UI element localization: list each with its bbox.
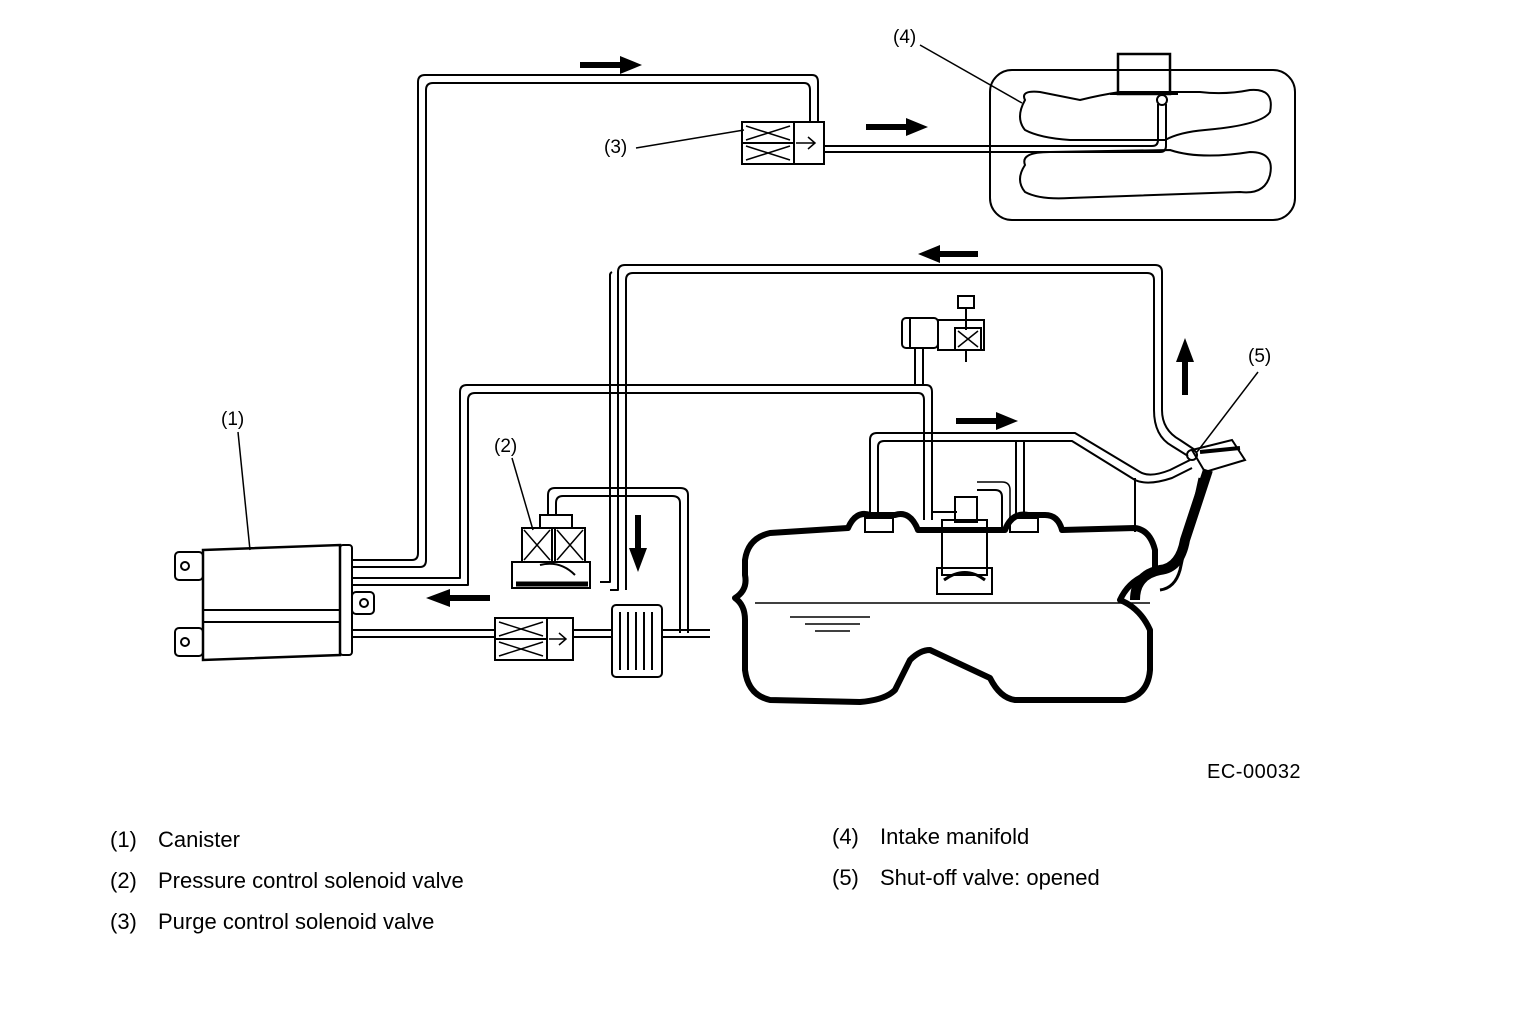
canister (174, 543, 375, 662)
flow-arrow-right-top (580, 56, 642, 74)
flow-arrow-up-filler (1176, 338, 1194, 395)
callout-pressure-control-valve: (2) (494, 436, 518, 457)
legend-label: Intake manifold (880, 824, 1030, 849)
callout-purge-control-valve: (3) (604, 137, 628, 158)
shut-off-valve (1186, 438, 1247, 474)
drain-valve (494, 617, 574, 661)
legend-label: Pressure control solenoid valve (158, 868, 464, 893)
flow-arrow-right-manifold (866, 118, 928, 136)
filler-pipe (1130, 468, 1213, 601)
legend-label: Shut-off valve: opened (880, 865, 1100, 890)
callout-shut-off-valve: (5) (1248, 346, 1272, 367)
legend-number: (1) (110, 827, 137, 852)
flow-arrow-left-bottom (426, 589, 490, 607)
flow-arrows (426, 56, 1194, 607)
legend-number: (2) (110, 868, 137, 893)
intake-manifold (989, 52, 1296, 221)
legend-label: Purge control solenoid valve (158, 909, 435, 934)
legend-number: (5) (832, 865, 859, 890)
pressure-control-solenoid-valve (511, 514, 591, 589)
callout-intake-manifold: (4) (893, 27, 917, 48)
flow-arrow-right-tank (956, 412, 1018, 430)
legend-label: Canister (158, 827, 240, 852)
callout-canister: (1) (221, 409, 245, 430)
leader-lines (237, 44, 1259, 551)
fuel-tank (732, 510, 1158, 705)
figure-reference-code: EC-00032 (1207, 761, 1302, 783)
pressure-sensor (901, 295, 985, 362)
legend-number: (4) (832, 824, 859, 849)
air-filter (611, 604, 663, 678)
legend-number: (3) (110, 909, 137, 934)
fuel-pump (936, 496, 993, 595)
evap-system-diagram (174, 44, 1296, 705)
flow-arrow-left-loop (918, 245, 978, 263)
flow-arrow-down (629, 515, 647, 572)
piping (352, 74, 1196, 638)
purge-control-solenoid-valve (741, 121, 825, 165)
